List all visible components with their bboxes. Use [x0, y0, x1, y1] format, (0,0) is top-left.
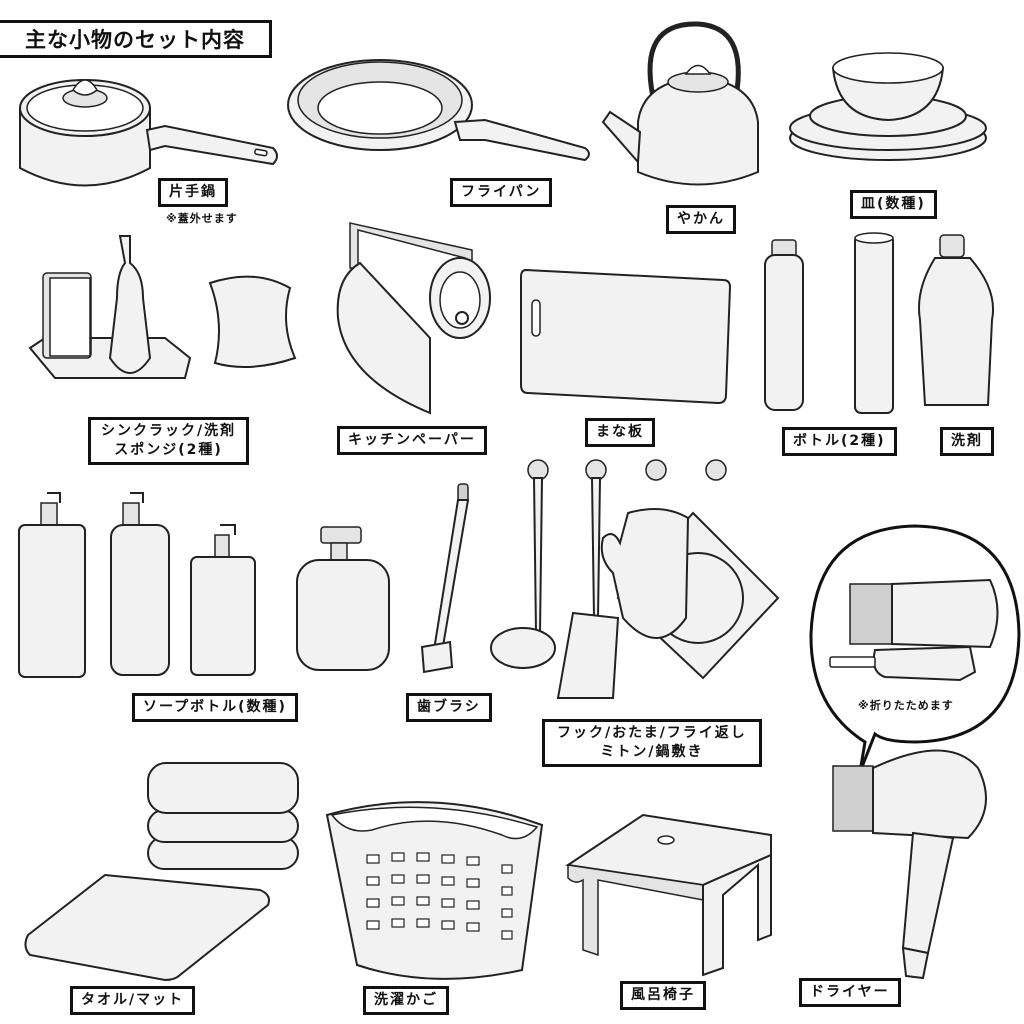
label-frying-pan: フライパン: [450, 178, 553, 207]
bottles-illustration: [764, 232, 994, 414]
label-cutting-board: まな板: [585, 418, 655, 447]
label-toothbrush: 歯ブラシ: [406, 693, 492, 722]
label-kitchen-paper: キッチンペーパー: [337, 426, 487, 455]
label-soap-bottles: ソープボトル(数種): [132, 693, 298, 722]
towel-mat-illustration: [24, 762, 299, 982]
label-hooks-line2: ミトン/鍋敷き: [600, 744, 704, 760]
label-sink-rack: シンクラック/洗剤 スポンジ(2種): [88, 417, 250, 465]
label-sink-rack-line2: スポンジ(2種): [114, 442, 223, 458]
label-bottles: ボトル(2種): [782, 427, 897, 456]
label-saucepan: 片手鍋: [158, 178, 228, 207]
plates-illustration: [789, 52, 987, 161]
label-detergent: 洗剤: [940, 427, 994, 456]
label-sink-rack-line1: シンクラック/洗剤: [101, 423, 237, 439]
label-hooks-utensils: フック/おたま/フライ返し ミトン/鍋敷き: [542, 719, 762, 767]
label-laundry-basket: 洗濯かご: [363, 986, 449, 1015]
label-dryer: ドライヤー: [799, 978, 901, 1007]
soap-bottles-illustration: [18, 492, 390, 678]
frying-pan-illustration: [287, 59, 590, 162]
note-dryer-folds: ※折りたためます: [858, 699, 954, 712]
hair-dryer-illustration: [832, 749, 987, 980]
laundry-basket-illustration: [325, 801, 544, 980]
kettle-illustration: [601, 21, 759, 186]
label-plates: 皿(数種): [850, 190, 937, 219]
note-saucepan-lid: ※蓋外せます: [166, 212, 238, 225]
hooks-utensils-illustration: [490, 459, 780, 699]
label-kettle: やかん: [666, 205, 736, 234]
dryer-callout-bubble: [809, 524, 1021, 773]
label-towel-mat: タオル/マット: [70, 986, 196, 1015]
label-bath-stool: 風呂椅子: [620, 981, 706, 1010]
label-hooks-line1: フック/おたま/フライ返し: [557, 725, 747, 741]
bath-stool-illustration: [565, 813, 772, 977]
cutting-board-illustration: [520, 268, 732, 405]
saucepan-illustration: [19, 79, 278, 187]
toothbrush-illustration: [420, 483, 470, 674]
kitchen-paper-illustration: [336, 222, 491, 415]
sink-rack-illustration: [28, 235, 297, 379]
page-title: 主な小物のセット内容: [0, 20, 272, 58]
